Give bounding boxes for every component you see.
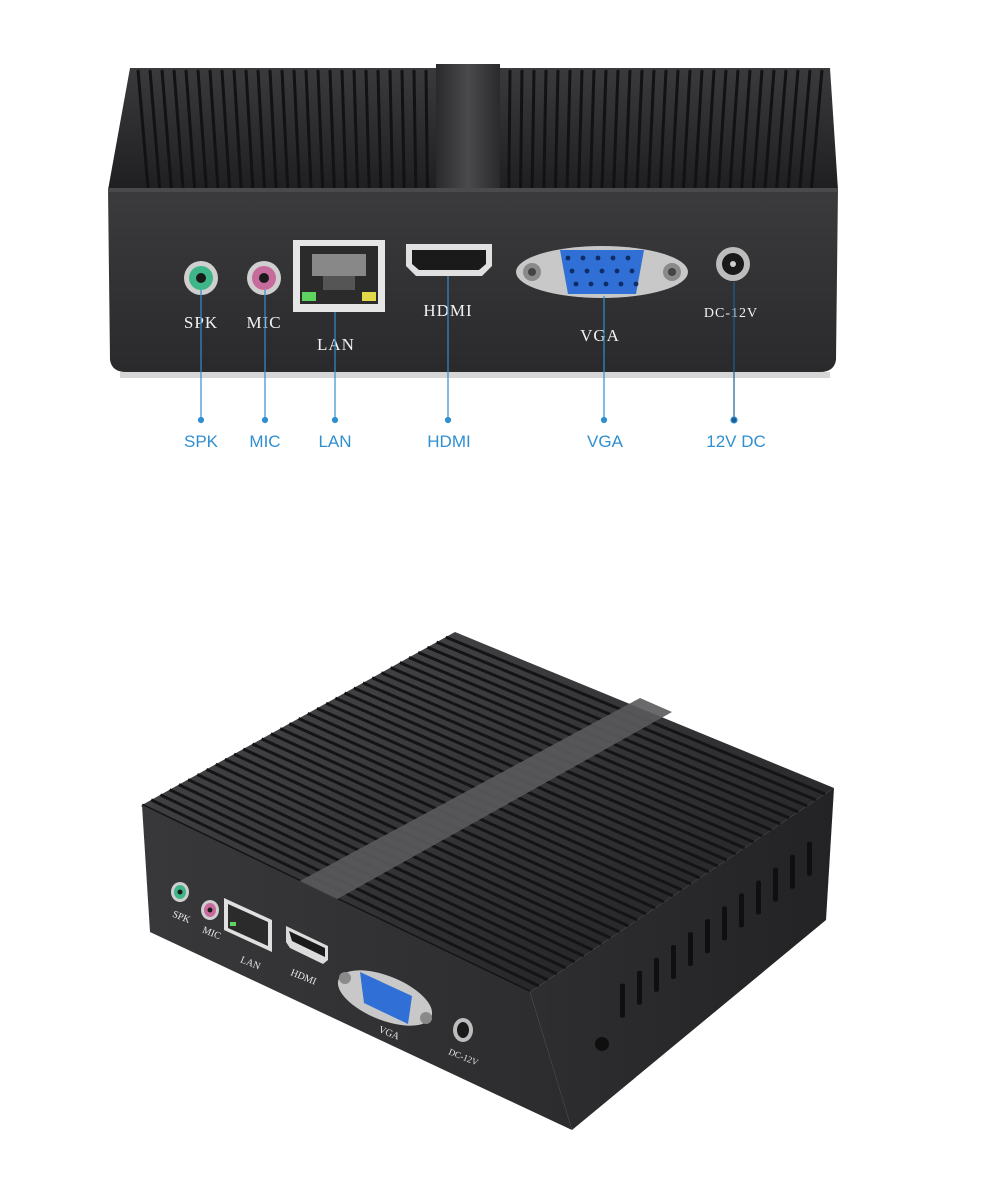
lan-port (293, 240, 385, 312)
base-shadow (120, 372, 830, 378)
iso-spk-jack (171, 882, 189, 902)
iso-dc-jack (453, 1018, 473, 1042)
mic-jack (247, 261, 281, 295)
callout-label-lan: LAN (318, 432, 352, 451)
print-lan: LAN (317, 335, 355, 354)
print-dc: DC-12V (703, 306, 759, 321)
callout-dot-spk (197, 416, 205, 424)
iso-front-panel (142, 805, 572, 1130)
callout-label-hdmi: HDMI (427, 432, 471, 451)
callout-dot-hdmi (444, 416, 452, 424)
iso-heatsink-spine (298, 698, 672, 902)
front-panel (108, 188, 838, 372)
iso-vga-port (337, 970, 433, 1026)
callout-label-mic: MIC (249, 432, 281, 451)
iso-lan-port (224, 898, 272, 952)
iso-side-vents (620, 841, 812, 1018)
callout-dot-lan (331, 416, 339, 424)
vga-port (516, 246, 688, 298)
print-mic: MIC (246, 313, 282, 332)
iso-mic-jack (201, 900, 219, 920)
heatsink-fins (136, 69, 824, 189)
callout-label-vga: VGA (587, 432, 623, 451)
front-view-illustration (108, 64, 838, 378)
callout-dot-dc (730, 416, 738, 424)
callout-dot-vga (600, 416, 608, 424)
iso-view-device: SPK MIC LAN HDMI VGA DC-12V (120, 620, 850, 1140)
iso-side-hole (595, 1037, 609, 1051)
iso-view-illustration (141, 632, 834, 1130)
callout-label-spk: SPK (183, 432, 219, 451)
dc-jack (716, 247, 750, 281)
print-hdmi: HDMI (423, 301, 473, 320)
iso-hdmi-port (286, 926, 328, 964)
callout-dot-mic (261, 416, 269, 424)
panel-edge (108, 188, 838, 192)
print-vga: VGA (580, 326, 620, 345)
print-spk: SPK (183, 313, 219, 332)
heatsink-spine (436, 64, 500, 188)
spk-jack (184, 261, 218, 295)
callout-label-dc: 12V DC (706, 432, 766, 451)
front-view-device: SPK MIC LAN HDMI VGA DC-12V (90, 60, 870, 390)
hdmi-port (406, 244, 492, 276)
